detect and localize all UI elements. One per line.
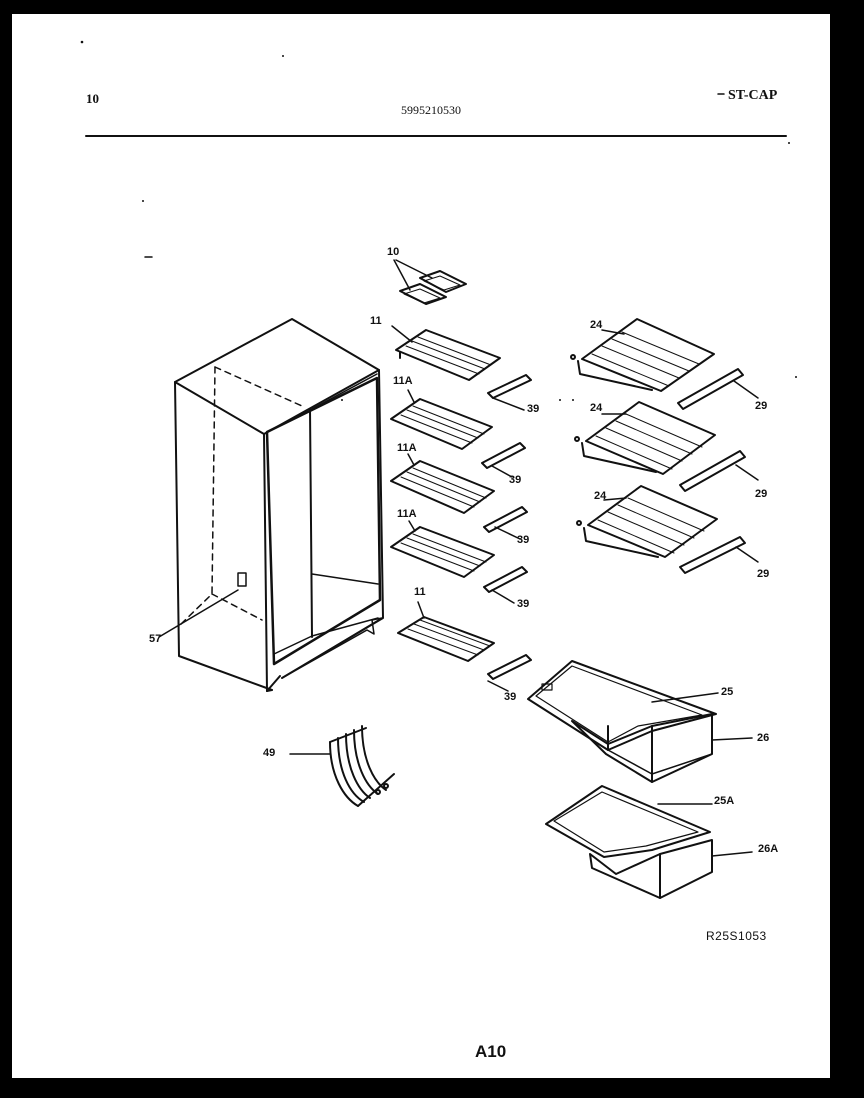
callout-11a-2: 11A xyxy=(397,442,417,454)
freezer-shelf-11a-2 xyxy=(390,453,495,514)
part-10-shelf-supports xyxy=(393,259,467,305)
callout-57: 57 xyxy=(149,633,162,645)
leader-57 xyxy=(158,589,239,638)
refrigerator-cabinet xyxy=(158,318,384,692)
callout-24-1: 24 xyxy=(590,319,603,331)
callout-26: 26 xyxy=(757,732,770,744)
callout-11a-1: 11A xyxy=(393,375,413,387)
freezer-shelf-11a-3 xyxy=(390,520,495,578)
callout-39-5: 39 xyxy=(504,691,517,703)
model-code: ST-CAP xyxy=(728,88,778,103)
drawing-code: R25S1053 xyxy=(706,929,767,943)
callout-29-1: 29 xyxy=(755,400,768,412)
callout-29-3: 29 xyxy=(757,568,770,580)
callout-11-bottom: 11 xyxy=(414,586,426,598)
rail-29-set xyxy=(559,368,797,574)
callout-26a: 26A xyxy=(758,843,779,855)
fresh-food-shelf-24-top xyxy=(570,318,715,392)
crisper-drawer-lower xyxy=(545,785,753,899)
callout-39-2: 39 xyxy=(509,474,522,486)
callout-11-top: 11 xyxy=(370,315,382,327)
callout-24-3: 24 xyxy=(594,490,607,502)
callout-25a: 25A xyxy=(714,795,735,807)
freezer-shelf-11-top xyxy=(391,325,501,381)
crisper-drawer-upper xyxy=(527,660,753,783)
part-number: 5995210530 xyxy=(401,103,461,117)
callout-39-4: 39 xyxy=(517,598,530,610)
diagram-sheet: 10 5995210530 ST-CAP xyxy=(12,14,830,1078)
page-label: A10 xyxy=(475,1042,507,1061)
page-number: 10 xyxy=(86,91,99,106)
fresh-food-shelf-24-middle xyxy=(574,401,716,475)
part-49-wire-rack xyxy=(289,725,395,807)
callout-10: 10 xyxy=(387,246,400,258)
callout-29-2: 29 xyxy=(755,488,768,500)
callout-11a-3: 11A xyxy=(397,508,417,520)
exploded-parts-diagram xyxy=(80,40,797,899)
freezer-shelf-11a-1 xyxy=(390,389,493,450)
callout-24-2: 24 xyxy=(590,402,603,414)
callout-49: 49 xyxy=(263,747,276,759)
freezer-shelf-11-bottom xyxy=(397,601,495,662)
callout-25: 25 xyxy=(721,686,734,698)
rail-39-set xyxy=(481,374,532,692)
callout-39-1: 39 xyxy=(527,403,540,415)
fresh-food-shelf-24-bottom xyxy=(576,485,718,558)
callout-39-3: 39 xyxy=(517,534,530,546)
